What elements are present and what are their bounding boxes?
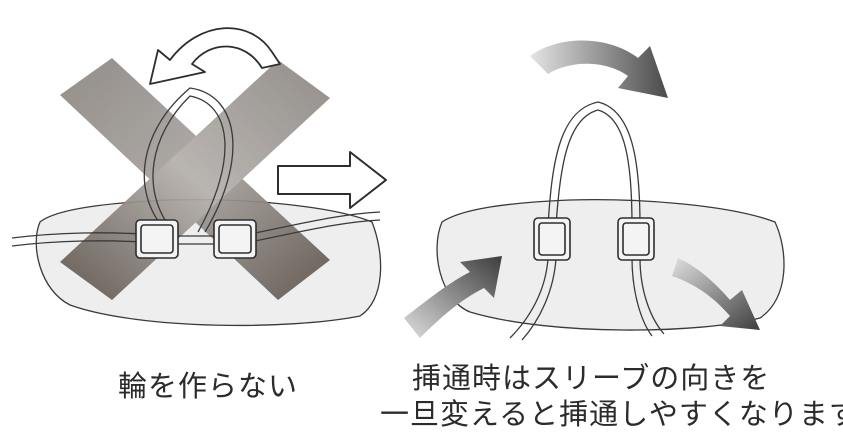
- sleeve-clip-icon: [135, 219, 257, 259]
- gradient-arrow-icon: [672, 258, 760, 330]
- rotate-arrow-icon: [149, 27, 281, 85]
- arrow-right-icon: [277, 151, 387, 209]
- caption-no-loop: 輪を作らない: [118, 369, 299, 403]
- sleeve-clip-icon: [533, 217, 655, 261]
- curved-arrow-icon: [530, 40, 668, 98]
- cord-right: [509, 101, 665, 341]
- caption-insert-easier: 一旦変えると挿通しやすくなります: [380, 397, 843, 431]
- cushion-right: [436, 199, 785, 331]
- caption-sleeve-direction: 挿通時はスリーブの向きを: [412, 361, 771, 395]
- left-panel: [11, 27, 382, 327]
- right-panel: [404, 40, 785, 341]
- cord-left: [11, 211, 381, 247]
- gradient-arrow-icon: [404, 256, 502, 338]
- loop-cord-icon: [143, 87, 234, 233]
